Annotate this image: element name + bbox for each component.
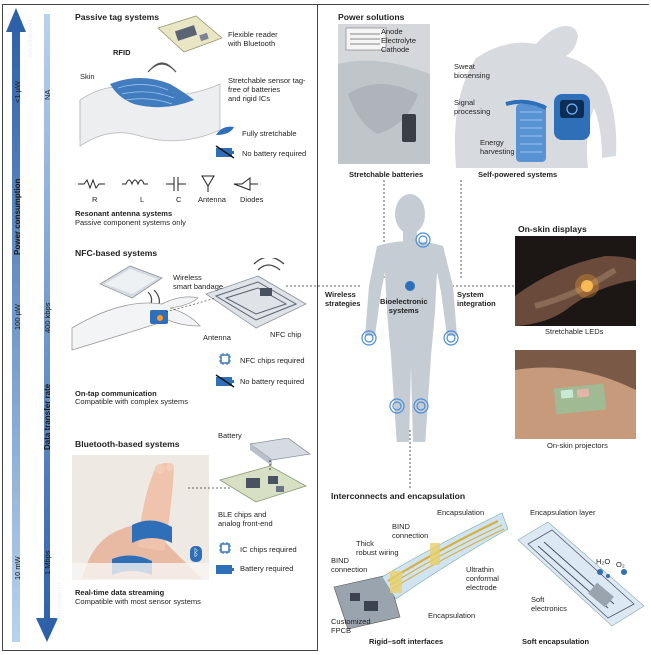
circuit-symbols xyxy=(78,175,258,192)
bioelectronic-systems-label: Bioelectronic systems xyxy=(380,297,428,315)
ble-chips-label: BLE chips and analog front-end xyxy=(218,510,273,528)
left-panel-frame xyxy=(2,4,318,651)
system-integration-label: System integration xyxy=(457,290,496,308)
encapsulation-top-label: Encapsulation xyxy=(437,508,485,517)
legend-no-battery-nfc: No battery required xyxy=(240,377,305,386)
sweat-biosensing-label: Sweat biosensing xyxy=(454,62,490,80)
streaming-title: Real-time data streaming xyxy=(75,588,165,597)
power-arrow xyxy=(6,8,26,642)
resonant-title: Resonant antenna systems xyxy=(75,209,173,218)
no-battery-icon xyxy=(215,374,235,388)
nfc-chip-icon xyxy=(219,353,231,365)
stretchable-battery-photo xyxy=(338,24,430,164)
component-r: R xyxy=(92,195,98,204)
fully-stretchable-icon xyxy=(216,126,234,135)
soft-electronics-label: Soft electronics xyxy=(531,595,567,613)
stretchable-leds-photo xyxy=(515,236,636,326)
component-l: L xyxy=(140,195,145,204)
streaming-subtitle: Compatible with most sensor systems xyxy=(75,597,201,606)
power-solutions-title: Power solutions xyxy=(338,12,405,22)
wireless-strategies-label: Wireless strategies xyxy=(325,290,361,308)
passive-title: Passive tag systems xyxy=(75,12,160,22)
legend-nfc-chips: NFC chips required xyxy=(240,356,305,365)
sensor-tag-label: Stretchable sensor tag- free of batterie… xyxy=(228,76,306,103)
stretchable-batteries-caption: Stretchable batteries xyxy=(349,170,424,179)
on-skin-projectors-caption: On-skin projectors xyxy=(547,441,608,450)
ultrathin-electrode-label: Ultrathin conformal electrode xyxy=(466,565,499,592)
battery-icon xyxy=(216,565,234,574)
encapsulation-bottom-label: Encapsulation xyxy=(428,611,476,620)
nfc-chip-label: NFC chip xyxy=(270,330,302,339)
interconnects-title: Interconnects and encapsulation xyxy=(331,491,466,501)
electrolyte-label: Electrolyte xyxy=(381,36,417,45)
rigid-soft-caption: Rigid–soft interfaces xyxy=(369,637,444,646)
bluetooth-icon: ᛒ xyxy=(190,546,202,562)
bind-connection-label-top: BIND connection xyxy=(392,522,429,540)
resonant-subtitle: Passive component systems only xyxy=(75,218,186,227)
smart-bandage-label: Wireless smart bandage xyxy=(173,273,224,291)
ble-title: Bluetooth-based systems xyxy=(75,439,180,449)
component-diodes: Diodes xyxy=(240,195,264,204)
cathode-label: Cathode xyxy=(381,45,410,54)
anode-label: Anode xyxy=(381,27,403,36)
molecule-dots xyxy=(597,569,627,578)
on-tap-subtitle: Compatible with complex systems xyxy=(75,397,188,406)
rigid-soft-interface-illustration xyxy=(333,512,509,630)
legend-no-battery-passive: No battery required xyxy=(242,149,307,158)
soft-encapsulation-caption: Soft encapsulation xyxy=(522,637,590,646)
on-skin-displays-title: On-skin displays xyxy=(518,224,587,234)
signal-processing-label: Signal processing xyxy=(454,98,491,116)
component-c: C xyxy=(176,195,182,204)
thick-wiring-label: Thick robust wiring xyxy=(356,539,399,557)
legend-ic-chips: IC chips required xyxy=(240,545,297,554)
h2o-label: H₂O xyxy=(596,557,611,566)
nfc-illustration xyxy=(71,258,307,351)
component-antenna: Antenna xyxy=(198,195,226,204)
nfc-antenna-label: Antenna xyxy=(203,333,231,342)
self-powered-caption: Self-powered systems xyxy=(478,170,558,179)
self-powered-torso xyxy=(454,26,617,168)
skin-label: Skin xyxy=(80,72,95,81)
on-tap-title: On-tap communication xyxy=(75,389,157,398)
encapsulation-layer-label: Encapsulation layer xyxy=(530,508,596,517)
axis-arrows xyxy=(6,8,58,642)
on-skin-projector-photo xyxy=(515,350,636,439)
baby-foot-photo xyxy=(72,455,209,580)
rfid-label: RFID xyxy=(113,48,131,57)
passive-illustration xyxy=(79,15,223,147)
energy-harvesting-label: Energy harvesting xyxy=(480,138,515,156)
nfc-title: NFC-based systems xyxy=(75,248,158,258)
legend-battery-required: Battery required xyxy=(240,564,294,573)
rate-arrow xyxy=(36,14,58,642)
o2-label: O₂ xyxy=(616,560,625,569)
top-rule xyxy=(318,4,649,5)
customized-fpcb-label: Customized FPCB xyxy=(331,617,371,635)
ble-module-illustration xyxy=(219,438,312,503)
human-figure xyxy=(361,194,459,442)
bind-connection-label-left: BIND connection xyxy=(331,556,368,574)
legend-fully-stretchable: Fully stretchable xyxy=(242,129,297,138)
soft-encapsulation-illustration xyxy=(517,521,645,627)
ic-chip-icon xyxy=(219,542,231,554)
no-battery-icon xyxy=(215,145,235,159)
reader-label: Flexible reader with Bluetooth xyxy=(228,30,278,48)
stretchable-leds-caption: Stretchable LEDs xyxy=(545,327,604,336)
battery-label: Battery xyxy=(218,431,242,440)
